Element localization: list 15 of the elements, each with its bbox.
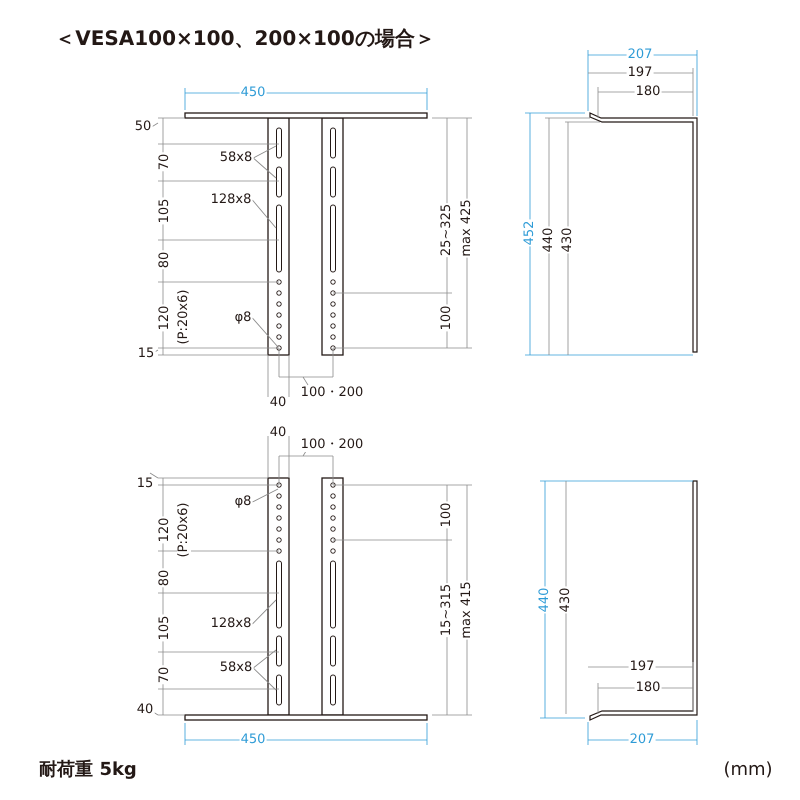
dimension-label: (P:20x6) — [177, 288, 191, 346]
callout-label: φ8 — [234, 495, 252, 509]
leader-line — [252, 200, 276, 228]
dimension-label: 100・200 — [300, 438, 364, 452]
leader-line — [252, 488, 278, 502]
leader-line — [252, 318, 278, 348]
load-capacity-note: 耐荷重 5kg — [38, 760, 138, 780]
leader-line — [252, 600, 276, 624]
leader-line — [252, 146, 276, 158]
callout-label: φ8 — [234, 311, 252, 325]
dimension-label: (P:20x6) — [177, 502, 191, 558]
leader-line — [252, 668, 276, 690]
leader-line — [252, 158, 276, 178]
leader-line — [252, 650, 276, 668]
unit-note: (mm) — [722, 760, 774, 780]
